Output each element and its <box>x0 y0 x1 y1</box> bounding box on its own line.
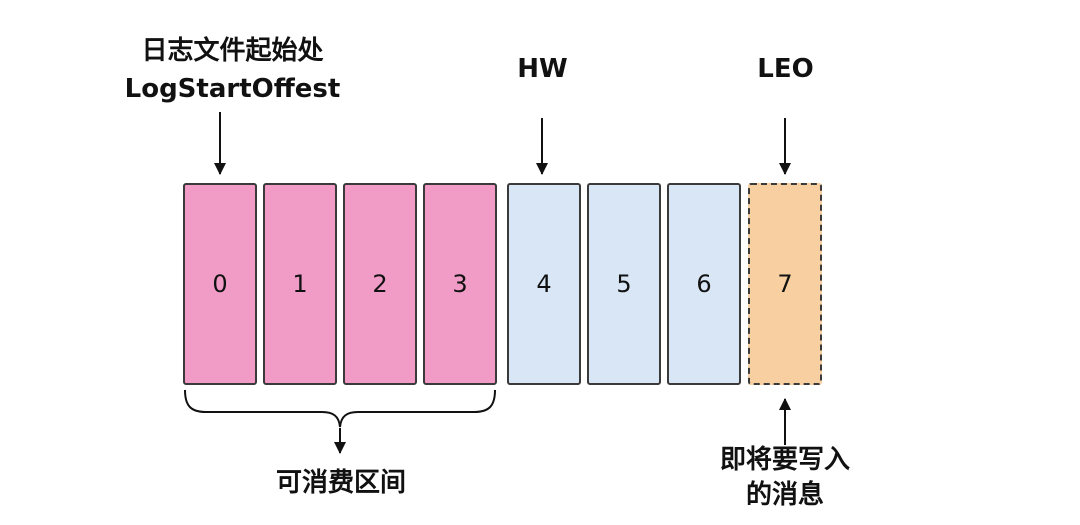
log-start-offset-label: 日志文件起始处 LogStartOffest <box>95 32 370 108</box>
segment-number-5: 5 <box>616 270 632 298</box>
log-segment-3: 3 <box>423 183 497 385</box>
segment-number-6: 6 <box>696 270 712 298</box>
log-segment-0: 0 <box>183 183 257 385</box>
consumable-range-label: 可消费区间 <box>275 468 406 498</box>
log-segment-5: 5 <box>587 183 661 385</box>
log-segment-4: 4 <box>507 183 581 385</box>
upcoming-message-label: 即将要写入 的消息 <box>690 443 880 513</box>
upcoming-message-line1: 即将要写入 <box>719 445 850 475</box>
consumable-range-brace <box>184 389 496 428</box>
segment-number-4: 4 <box>536 270 552 298</box>
segment-number-3: 3 <box>452 270 468 298</box>
log-start-offset-label-en: LogStartOffest <box>124 74 341 104</box>
log-segment-7: 7 <box>748 183 822 385</box>
log-segment-6: 6 <box>667 183 741 385</box>
segment-number-7: 7 <box>777 270 793 298</box>
log-segment-2: 2 <box>343 183 417 385</box>
hw-label: HW <box>517 54 568 84</box>
segment-number-0: 0 <box>212 270 228 298</box>
segment-number-1: 1 <box>292 270 308 298</box>
log-segment-1: 1 <box>263 183 337 385</box>
upcoming-message-line2: 的消息 <box>745 480 824 510</box>
leo-label: LEO <box>757 54 814 84</box>
log-start-offset-label-cn: 日志文件起始处 <box>141 36 324 66</box>
segment-number-2: 2 <box>372 270 388 298</box>
